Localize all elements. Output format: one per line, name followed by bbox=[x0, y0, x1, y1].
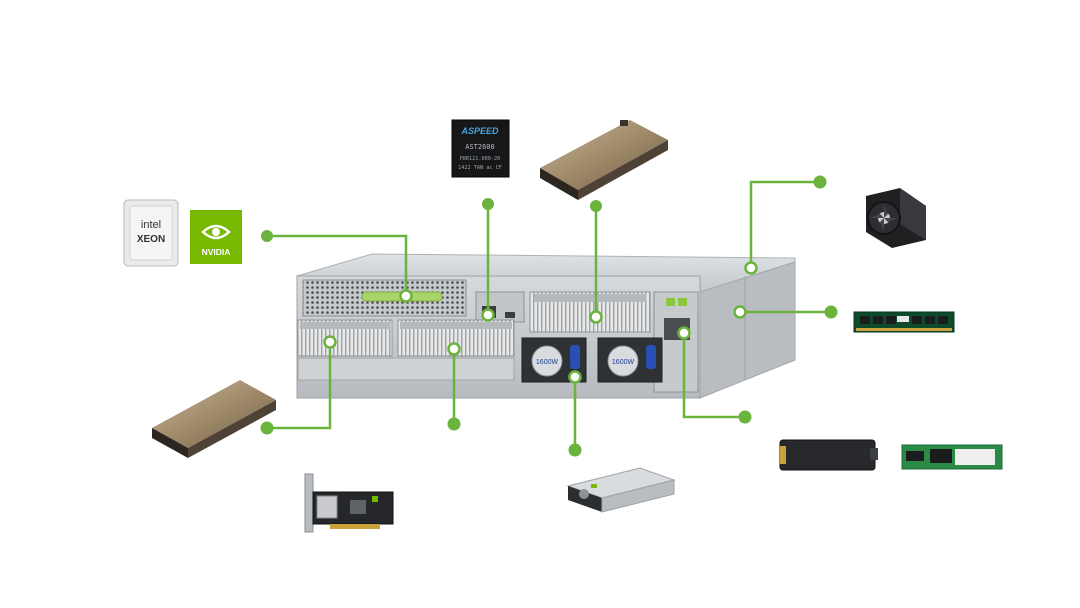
bmc-model: AST2600 bbox=[465, 143, 495, 151]
callout-anchor bbox=[589, 310, 603, 324]
nvidia-brand: NVIDIA bbox=[202, 247, 231, 257]
callout-anchor bbox=[481, 308, 495, 322]
usb-port bbox=[505, 312, 515, 318]
callout-dot bbox=[261, 230, 273, 242]
psu-wattage-label: 1600W bbox=[536, 359, 559, 366]
bmc-line2: 1422 TAN ac CF bbox=[458, 165, 502, 171]
callout-dot bbox=[482, 198, 494, 210]
callout-line-fan bbox=[749, 180, 820, 268]
callout-anchor bbox=[399, 289, 413, 303]
callout-dot bbox=[738, 410, 752, 424]
m2-ssd-icon bbox=[901, 444, 1003, 470]
callout-anchor bbox=[677, 326, 691, 340]
callout-dot bbox=[447, 417, 461, 431]
bmc-chip-icon: ASPEED AST2600 P8R121.000-20 1422 TAN ac… bbox=[451, 119, 510, 178]
psu-icon bbox=[566, 467, 676, 513]
green-latch-left bbox=[666, 298, 675, 306]
psu-bay-2: 1600W bbox=[597, 337, 663, 383]
ssd-icon bbox=[779, 439, 878, 471]
cpu-brand: intel bbox=[141, 219, 161, 231]
callout-anchor bbox=[447, 342, 461, 356]
psu-bay-1: 1600W bbox=[521, 337, 587, 383]
cpu-icon: intel XEON bbox=[123, 199, 179, 267]
callout-dots bbox=[260, 175, 838, 457]
gpu-card-icon bbox=[152, 380, 276, 458]
server-chassis: 1600W 1600W bbox=[296, 253, 796, 399]
callout-dot bbox=[824, 305, 838, 319]
callout-anchor bbox=[733, 305, 747, 319]
cpu-product: XEON bbox=[137, 234, 165, 245]
nic-icon bbox=[304, 473, 394, 533]
callout-dot bbox=[590, 200, 602, 212]
bmc-line1: P8R121.000-20 bbox=[460, 156, 501, 162]
gpu-card-icon bbox=[540, 120, 668, 200]
callout-dot bbox=[568, 443, 582, 457]
green-latch-right bbox=[678, 298, 687, 306]
callout-line-cpu-gpu bbox=[267, 234, 408, 296]
callout-anchor bbox=[323, 335, 337, 349]
callout-dot bbox=[260, 421, 274, 435]
callout-anchor bbox=[744, 261, 758, 275]
callout-anchor bbox=[568, 370, 582, 384]
psu-wattage-label: 1600W bbox=[612, 359, 635, 366]
callout-dot bbox=[813, 175, 827, 189]
callout-line-storage bbox=[682, 333, 745, 419]
dimm-icon bbox=[853, 311, 955, 333]
callout-lines bbox=[267, 180, 831, 450]
fan-icon bbox=[866, 188, 926, 248]
bmc-brand: ASPEED bbox=[460, 126, 499, 136]
nvidia-logo-icon: NVIDIA bbox=[190, 210, 242, 264]
callout-line-gpu-left bbox=[267, 342, 332, 430]
